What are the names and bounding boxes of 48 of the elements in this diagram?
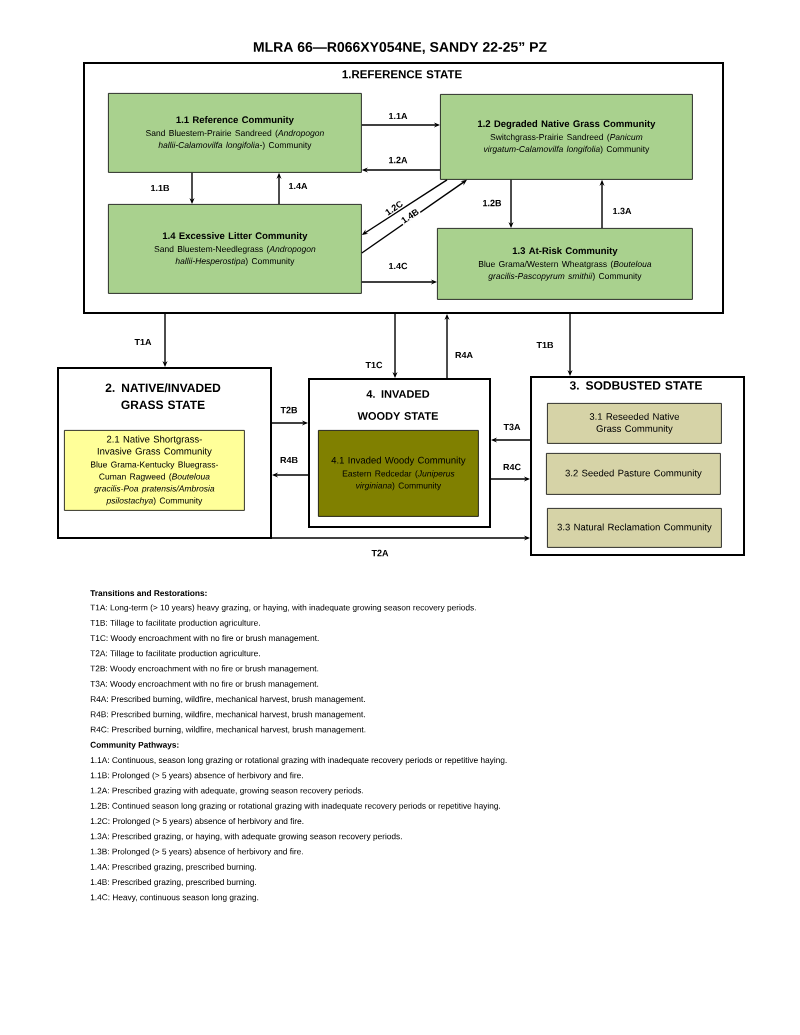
note-text: 1.1A: Continuous, season long grazing or rotational grazing with inadequate recovery periods or repetitive haying. [90,756,507,765]
edge-label: 1.3A [611,206,633,216]
community-box: 3.2 Seeded Pasture Community [546,453,721,495]
note-text: T2A: Tillage to facilitate production agriculture. [90,650,260,658]
edge-label: 1.4C [387,261,409,271]
title: MLRA 66—R066XY054NE, SANDY 22-25” PZ [253,42,547,54]
edge-label: T1B [535,340,555,350]
community-box: 1.1 Reference Community Sand Bluestem-Prairie Sandreed (Andropogon hallii-Calamovilfa longifolia-) Community [108,93,362,173]
note-text: T2B: Woody encroachment with no fire or brush management. [90,665,319,674]
community-box: 1.4 Excessive Litter Community Sand Bluestem-Needlegrass (Andropogon hallii-Hesperostipa) Community [108,204,362,294]
community-box: 4.1 Invaded Woody Community Eastern Redcedar (Juniperus virginiana) Community [318,430,479,517]
note-text: 1.2A: Prescribed grazing with adequate, growing season recovery periods. [90,787,363,796]
edge-label: T2A [370,548,390,558]
note-text: 1.4C: Heavy, continuous season long grazing. [90,894,259,902]
edge-label: R4B [279,455,299,465]
edge-label: 1.2A [387,155,409,165]
note-text: Transitions and Restorations: [90,589,207,597]
edge-label: T2B [279,405,299,415]
edge-label: 1.2B [481,198,503,208]
note-text: 1.3A: Prescribed grazing, or haying, with adequate growing season recovery periods. [90,833,402,841]
note-text: 1.1B: Prolonged (> 5 years) absence of herbivory and fire. [90,772,303,780]
community-box: 2.1 Native Shortgrass-Invasive Grass Community Blue Grama-Kentucky Bluegrass-Cuman Ragweed (Bouteloua gracilis-Poa pratensis/Ambrosia psilostachya) Community [64,430,245,511]
note-text: 1.4A: Prescribed grazing, prescribed burning. [90,863,256,872]
note-text: T1C: Woody encroachment with no fire or brush management. [90,634,319,643]
note-text: 1.4B: Prescribed grazing, prescribed burning. [90,878,256,887]
note-text: 1.2C: Prolonged (> 5 years) absence of herbivory and fire. [90,817,304,826]
edge-label: R4C [502,462,522,472]
edge-label: T1C [364,360,384,370]
edge-label: 1.1B [149,183,171,193]
note-text: R4B: Prescribed burning, wildfire, mechanical harvest, brush management. [90,711,365,719]
community-box: 3.1 Reseeded Native Grass Community [547,403,722,444]
community-box: 3.3 Natural Reclamation Community [547,508,722,548]
note-text: T1B: Tillage to facilitate production agriculture. [90,619,260,628]
edge-label: 1.2C [382,198,406,218]
note-text: R4C: Prescribed burning, wildfire, mechanical harvest, brush management. [90,726,366,735]
edge-label: 1.1A [387,111,409,121]
note-text: T3A: Woody encroachment with no fire or brush management. [90,680,319,689]
community-box: 1.3 At-Risk Community Blue Grama/Western Wheatgrass (Bouteloua gracilis-Pascopyrum smithii) Community [437,228,693,300]
note-text: 1.3B: Prolonged (> 5 years) absence of herbivory and fire. [90,848,303,857]
note-text: Community Pathways: [90,741,179,750]
edge-label: T3A [502,422,522,432]
note-text: T1A: Long-term (> 10 years) heavy grazing, or haying, with inadequate growing season recovery periods. [90,604,476,613]
note-text: 1.2B: Continued season long grazing or rotational grazing with inadequate recovery periods or repetitive haying. [90,802,500,811]
edge-label: R4A [454,350,474,360]
edge-label: T1A [133,337,153,347]
edge-label: 1.4A [287,181,309,191]
community-box: 1.2 Degraded Native Grass Community Switchgrass-Prairie Sandreed (Panicum virgatum-Calamovilfa longifolia) Community [440,94,693,180]
note-text: R4A: Prescribed burning, wildfire, mechanical harvest, brush management. [90,695,365,704]
